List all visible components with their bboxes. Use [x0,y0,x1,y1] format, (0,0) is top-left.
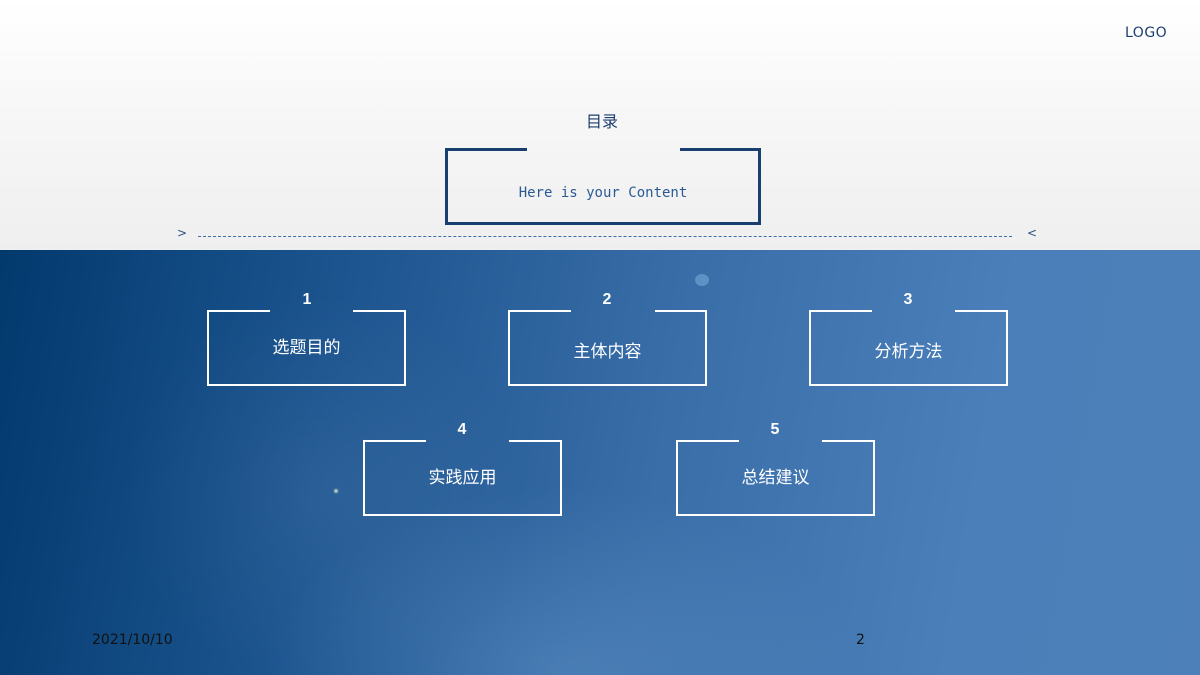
toc-item-frame-segment [822,440,875,442]
toc-item-label: 主体内容 [573,342,642,362]
toc-item-frame-segment [509,440,562,442]
dashed-divider [198,236,1012,237]
toc-item-number: 1 [302,291,312,308]
toc-item-frame [363,440,562,516]
toc-item-frame [207,310,406,386]
toc-item-frame-segment [363,440,426,442]
toc-item-label: 分析方法 [874,342,943,362]
toc-item-frame-segment [353,310,406,312]
page-title: 目录 [585,112,618,131]
page-number: 2 [856,632,865,648]
toc-item-number: 5 [770,421,780,438]
toc-item-frame [809,310,1008,386]
decorative-bubble [695,274,709,286]
blue-background [0,250,1200,675]
toc-item-number: 4 [457,421,467,438]
header-background [0,0,1200,250]
frame-top-right-segment [680,148,761,151]
frame-top-left-segment [445,148,527,151]
toc-item-frame-segment [508,310,571,312]
toc-item-frame-segment [676,440,739,442]
logo: LOGO [1125,25,1168,41]
toc-item-label: 总结建议 [741,468,810,488]
content-frame [445,148,761,225]
toc-item-frame-segment [207,310,270,312]
arrow-right-icon: > [177,226,188,240]
footer-date: 2021/10/10 [92,632,173,648]
toc-item-frame-segment [955,310,1008,312]
toc-item-label: 选题目的 [272,338,341,358]
toc-item-frame-segment [809,310,872,312]
toc-item-number: 2 [602,291,612,308]
content-placeholder[interactable]: Here is your Content [518,185,688,201]
toc-item-label: 实践应用 [428,468,497,488]
toc-item-frame-segment [655,310,707,312]
toc-item-frame [508,310,707,386]
arrow-left-icon: < [1027,226,1038,240]
toc-item-number: 3 [903,291,913,308]
toc-item-frame [676,440,875,516]
